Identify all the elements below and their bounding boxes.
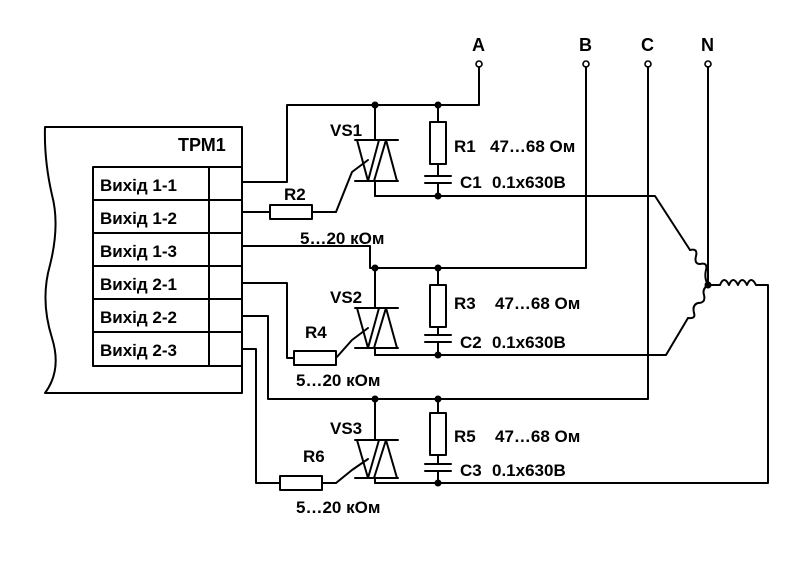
output-2-2-label: Вихід 2-2 <box>100 308 177 327</box>
r5-value: 47…68 Ом <box>495 427 580 446</box>
c3-value: 0.1x630В <box>492 461 566 480</box>
r1-value: 47…68 Ом <box>490 137 575 156</box>
device-trm1: ТРМ1 <box>43 126 243 394</box>
resistor-r2 <box>269 204 313 220</box>
c1-label: C1 <box>460 173 482 192</box>
r1-label: R1 <box>454 137 476 156</box>
r2-label: R2 <box>284 185 306 204</box>
r4-label: R4 <box>305 323 327 342</box>
channel-3: VS3 R5 47…68 Ом C3 0.1x630В R6 5…20 кОм <box>241 66 769 517</box>
phase-n-label: N <box>701 35 714 55</box>
r6-label: R6 <box>303 447 325 466</box>
output-table: Вихід 1-1 Вихід 1-2 Вихід 1-3 Вихід 2-1 … <box>92 166 243 367</box>
triac-vs1 <box>335 139 399 213</box>
resistor-r6 <box>279 475 323 491</box>
output-2-3-label: Вихід 2-3 <box>100 341 177 360</box>
r5-label: R5 <box>454 427 476 446</box>
resistor-r1 <box>429 121 447 165</box>
channel-2: VS2 R3 47…68 Ом C2 0.1x630В R4 5…20 кОм <box>241 66 689 390</box>
c2-value: 0.1x630В <box>492 333 566 352</box>
phase-c-label: C <box>641 35 654 55</box>
r3-label: R3 <box>454 294 476 313</box>
resistor-r3 <box>429 284 447 328</box>
channel-1: VS1 R1 47…68 Ом C1 0.1x630В R2 5…20 кОм <box>241 66 691 251</box>
vs2-label: VS2 <box>330 288 362 307</box>
device-title: ТРМ1 <box>178 135 226 155</box>
output-2-1-label: Вихід 2-1 <box>100 275 177 294</box>
load-coil-3 <box>707 279 758 286</box>
output-1-2-label: Вихід 1-2 <box>100 209 177 228</box>
output-1-3-label: Вихід 1-3 <box>100 242 177 261</box>
phase-b-label: B <box>579 35 592 55</box>
vs1-label: VS1 <box>330 121 362 140</box>
star-load <box>687 66 758 320</box>
r3-value: 47…68 Ом <box>495 294 580 313</box>
phase-terminals: A B C N <box>472 35 714 68</box>
phase-a-label: A <box>472 35 485 55</box>
r4-value: 5…20 кОм <box>296 371 380 390</box>
c3-label: C3 <box>460 461 482 480</box>
vs3-label: VS3 <box>330 419 362 438</box>
resistor-r4 <box>293 350 337 366</box>
load-coil-1 <box>689 248 709 286</box>
load-coil-2 <box>687 284 709 320</box>
output-1-1-label: Вихід 1-1 <box>100 176 177 195</box>
resistor-r5 <box>429 412 447 456</box>
triac-vs3 <box>335 439 399 484</box>
triac-vs2 <box>335 307 399 359</box>
r6-value: 5…20 кОм <box>296 498 380 517</box>
r2-value: 5…20 кОм <box>300 229 384 248</box>
c1-value: 0.1x630В <box>492 173 566 192</box>
c2-label: C2 <box>460 333 482 352</box>
